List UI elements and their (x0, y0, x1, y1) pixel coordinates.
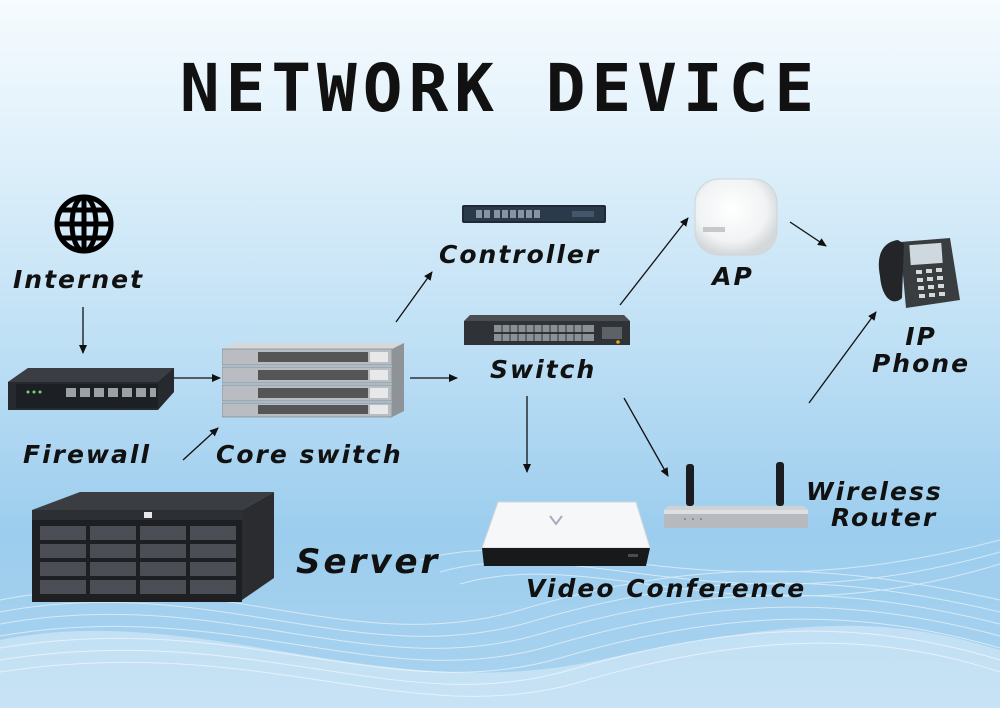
switch-device (464, 315, 630, 345)
label-core-switch: Core switch (216, 440, 403, 469)
label-ap: AP (712, 262, 754, 291)
label-server: Server (296, 542, 441, 582)
core-switch-device (222, 343, 404, 418)
video-conference-device (481, 501, 650, 566)
label-wireless-router-line1: Wireless (806, 477, 943, 506)
firewall-device (8, 368, 174, 410)
arrow-switch-router (623, 397, 669, 477)
arrow-coreswitch-controller (395, 271, 433, 323)
label-internet: Internet (13, 265, 145, 294)
controller-device (462, 205, 606, 223)
label-ip-phone-line2: Phone (871, 349, 971, 378)
arrow-router-phone (808, 311, 877, 404)
label-ip-phone-line1: IP (905, 322, 937, 351)
access-point-device (694, 178, 778, 256)
label-switch: Switch (490, 355, 597, 384)
label-firewall: Firewall (23, 440, 152, 469)
wireless-router-device (664, 462, 808, 528)
label-video-conference: Video Conference (526, 574, 807, 603)
server-device (32, 492, 274, 602)
page-title: NETWORK DEVICE (179, 50, 821, 127)
label-wireless-router-line2: Router (831, 503, 938, 532)
arrow-switch-ap (619, 217, 689, 306)
label-controller: Controller (439, 240, 601, 269)
arrow-ap-phone (789, 221, 827, 247)
ip-phone-device (878, 238, 960, 308)
globe-icon (54, 194, 114, 254)
arrow-firewall-coreswitch-lower (182, 427, 219, 461)
